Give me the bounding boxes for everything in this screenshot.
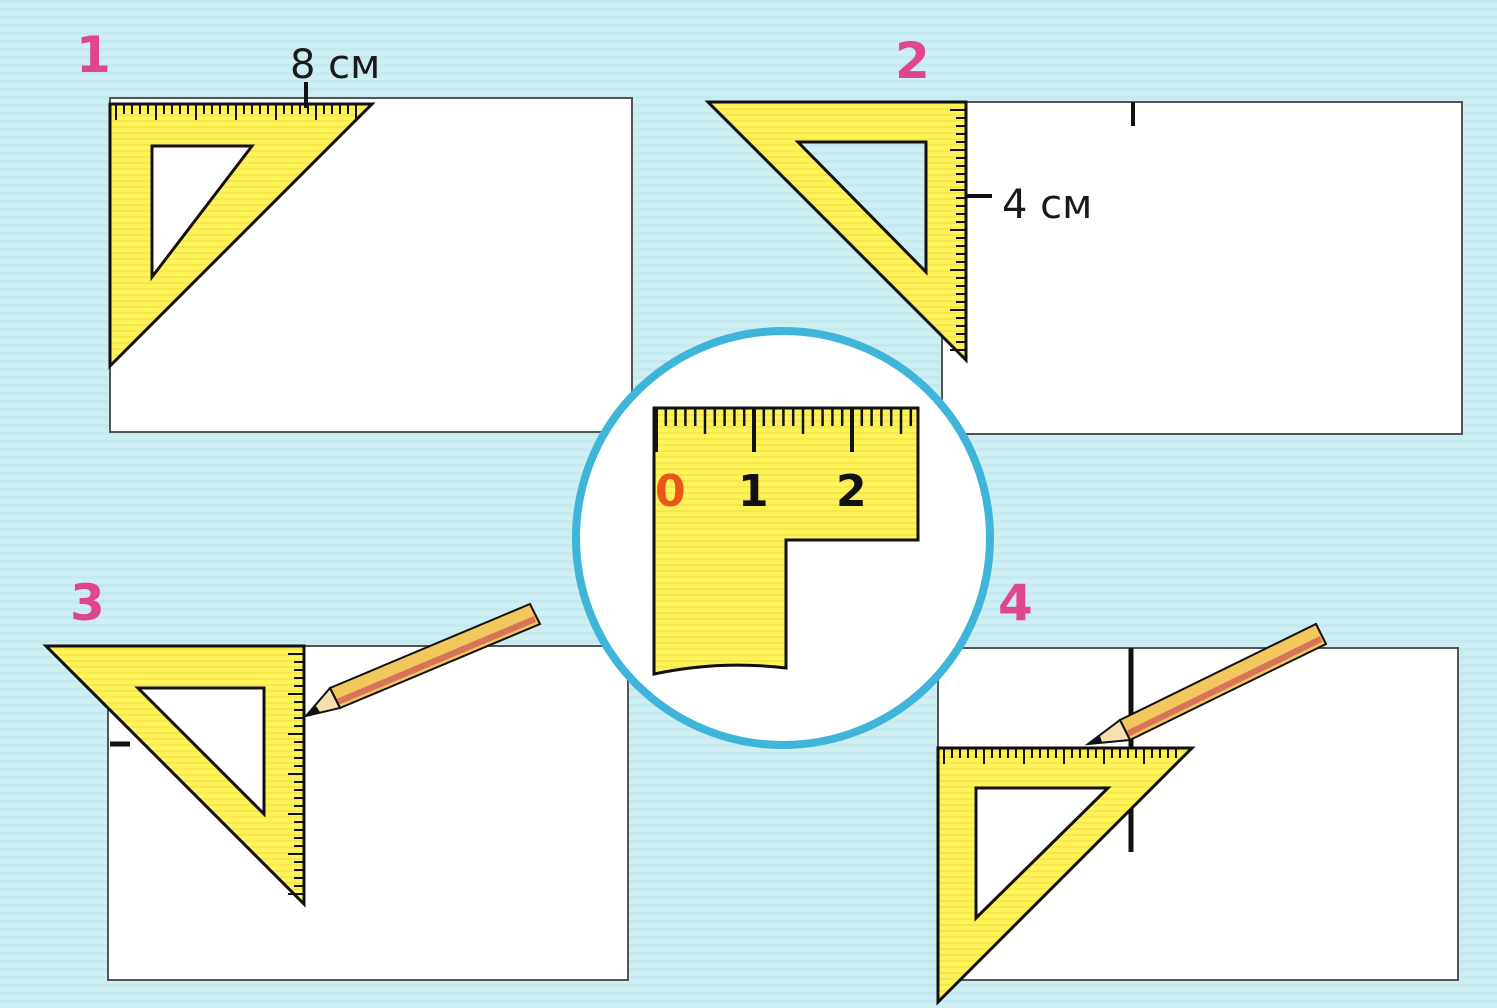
panel-2: 2 4 см bbox=[704, 32, 1463, 435]
step-number-1: 1 bbox=[76, 26, 111, 84]
scale-label-0: 0 bbox=[655, 466, 686, 517]
scale-ticks bbox=[288, 653, 304, 895]
scale-label-2: 2 bbox=[836, 466, 867, 517]
scale-ticks bbox=[943, 748, 1177, 764]
magnified-set-square bbox=[652, 406, 920, 676]
set-square-icon bbox=[42, 644, 306, 908]
panel-1: 1 8 см bbox=[76, 26, 633, 433]
magnifier-icon: 0 1 2 bbox=[572, 327, 994, 749]
set-square-icon bbox=[704, 100, 968, 364]
panel-4: 4 bbox=[936, 574, 1459, 1006]
measure-label-8cm: 8 см bbox=[290, 42, 380, 88]
scale-ticks bbox=[950, 109, 966, 351]
step-number-4: 4 bbox=[998, 574, 1033, 632]
panel-3: 3 bbox=[42, 574, 629, 981]
paper-sheet-3 bbox=[107, 645, 629, 981]
magnified-scale-ticks bbox=[654, 408, 913, 452]
scale-ticks bbox=[115, 104, 357, 120]
measure-label-4cm: 4 см bbox=[1002, 182, 1092, 228]
step-number-2: 2 bbox=[895, 32, 930, 90]
step-number-3: 3 bbox=[70, 574, 105, 632]
magnifier-ring bbox=[572, 327, 994, 749]
paper-sheet-2 bbox=[941, 101, 1463, 435]
set-square-icon bbox=[936, 746, 1196, 1006]
scale-label-1: 1 bbox=[738, 466, 769, 517]
set-square-icon bbox=[108, 102, 376, 370]
pencil-icon bbox=[303, 602, 542, 718]
pencil-icon bbox=[1084, 622, 1328, 746]
